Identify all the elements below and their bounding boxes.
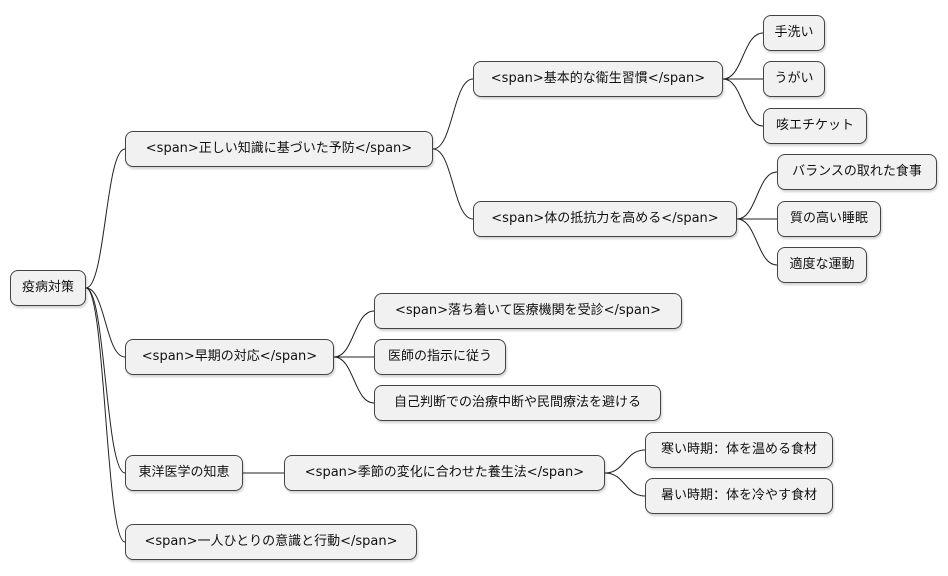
edge-branch-early-response-to-leaf-avoid-self-treatment — [333, 356, 375, 404]
edge-branch-early-response-to-leaf-visit-clinic — [333, 310, 375, 358]
leaf-visit-clinic: <span>落ち着いて医療機関を受診</span> — [374, 293, 682, 329]
edge-root-node-to-branch-prevention — [85, 148, 126, 289]
edge-node-seasonal-regimen-to-leaf-hot-season-food — [604, 472, 646, 497]
branch-eastern-medicine: 東洋医学の知恵 — [125, 455, 243, 491]
edge-root-node-to-branch-individual-awareness — [85, 287, 126, 543]
edge-node-seasonal-regimen-to-leaf-cold-season-food — [604, 449, 646, 474]
leaf-follow-doctor: 医師の指示に従う — [374, 339, 506, 375]
edge-node-basic-hygiene-to-leaf-cough-etiquette — [722, 78, 764, 127]
edge-node-boost-immunity-to-leaf-moderate-exercise — [736, 218, 778, 266]
root-node: 疫病対策 — [10, 270, 86, 306]
leaf-gargling: うがい — [763, 61, 825, 97]
leaf-cough-etiquette: 咳エチケット — [763, 108, 867, 144]
edge-node-boost-immunity-to-leaf-balanced-diet — [736, 171, 778, 220]
branch-prevention: <span>正しい知識に基づいた予防</span> — [125, 131, 433, 167]
leaf-balanced-diet: バランスの取れた食事 — [777, 154, 937, 190]
leaf-handwashing: 手洗い — [763, 15, 825, 51]
edge-node-basic-hygiene-to-leaf-handwashing — [722, 32, 764, 80]
branch-early-response: <span>早期の対応</span> — [125, 339, 334, 375]
node-seasonal-regimen: <span>季節の変化に合わせた養生法</span> — [284, 455, 605, 491]
edge-root-node-to-branch-eastern-medicine — [85, 287, 126, 474]
edge-branch-prevention-to-node-basic-hygiene — [432, 78, 474, 150]
branch-individual-awareness: <span>一人ひとりの意識と行動</span> — [125, 524, 417, 560]
leaf-moderate-exercise: 適度な運動 — [777, 247, 867, 283]
leaf-quality-sleep: 質の高い睡眠 — [777, 201, 881, 237]
edge-root-node-to-branch-early-response — [85, 287, 126, 358]
node-basic-hygiene: <span>基本的な衛生習慣</span> — [473, 61, 723, 97]
edge-branch-prevention-to-node-boost-immunity — [432, 148, 474, 220]
leaf-avoid-self-treatment: 自己判断での治療中断や民間療法を避ける — [374, 385, 661, 421]
node-boost-immunity: <span>体の抵抗力を高める</span> — [473, 201, 737, 237]
leaf-cold-season-food: 寒い時期：体を温める食材 — [645, 432, 833, 468]
leaf-hot-season-food: 暑い時期：体を冷やす食材 — [645, 478, 833, 514]
